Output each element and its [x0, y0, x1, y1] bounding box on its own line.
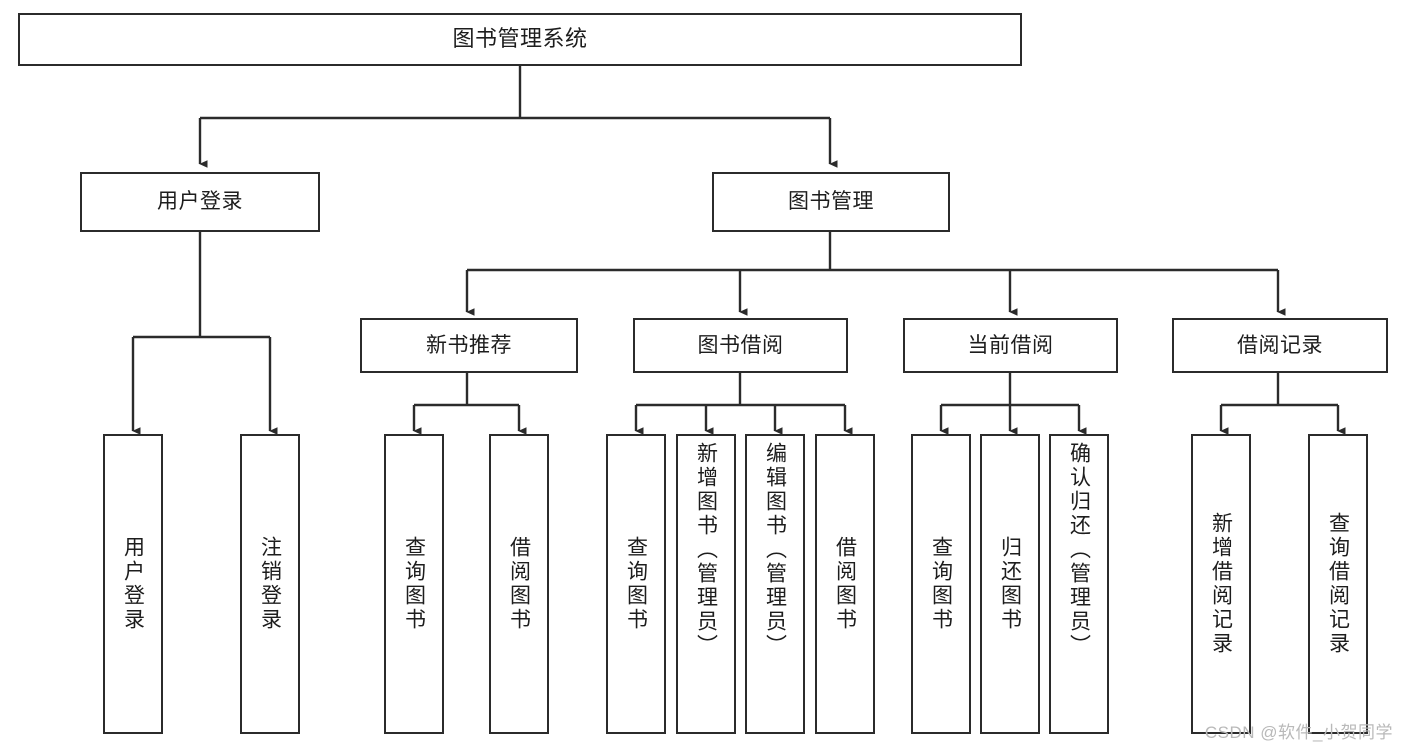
node-user-login[interactable]: 用户登录	[80, 172, 320, 232]
leaf-label: 归还图书	[998, 536, 1022, 632]
node-book-borrow[interactable]: 图书借阅	[633, 318, 848, 373]
node-new-book-recommend[interactable]: 新书推荐	[360, 318, 578, 373]
leaf-edit-book-admin[interactable]: 编辑图书（管理员）	[745, 434, 805, 734]
leaf-label: 查询图书	[929, 536, 953, 632]
leaf-return-book[interactable]: 归还图书	[980, 434, 1040, 734]
leaf-label: 编辑图书（管理员）	[763, 442, 787, 658]
leaf-query-book-current[interactable]: 查询图书	[911, 434, 971, 734]
leaf-label: 注销登录	[258, 536, 282, 632]
leaf-user-login[interactable]: 用户登录	[103, 434, 163, 734]
leaf-add-borrow-record[interactable]: 新增借阅记录	[1191, 434, 1251, 734]
node-borrow-record[interactable]: 借阅记录	[1172, 318, 1388, 373]
leaf-label: 借阅图书	[833, 536, 857, 632]
node-label: 当前借阅	[967, 333, 1054, 357]
leaf-label: 新增借阅记录	[1209, 512, 1233, 656]
leaf-query-book-recommend[interactable]: 查询图书	[384, 434, 444, 734]
leaf-label: 用户登录	[121, 536, 145, 632]
leaf-logout[interactable]: 注销登录	[240, 434, 300, 734]
leaf-query-book-borrow[interactable]: 查询图书	[606, 434, 666, 734]
node-current-borrow[interactable]: 当前借阅	[903, 318, 1118, 373]
leaf-label: 查询图书	[624, 536, 648, 632]
leaf-borrow-book-recommend[interactable]: 借阅图书	[489, 434, 549, 734]
node-book-management[interactable]: 图书管理	[712, 172, 950, 232]
leaf-confirm-return-admin[interactable]: 确认归还（管理员）	[1049, 434, 1109, 734]
node-book-management-system[interactable]: 图书管理系统	[18, 13, 1022, 66]
node-label: 图书管理	[788, 190, 874, 214]
node-label: 用户登录	[157, 190, 243, 214]
node-label: 借阅记录	[1237, 333, 1323, 357]
leaf-borrow-book[interactable]: 借阅图书	[815, 434, 875, 734]
node-label: 新书推荐	[426, 333, 512, 357]
leaf-label: 新增图书（管理员）	[694, 442, 718, 658]
csdn-watermark: CSDN @软件_小贺同学	[1204, 723, 1393, 742]
leaf-label: 借阅图书	[507, 536, 531, 632]
leaf-add-book-admin[interactable]: 新增图书（管理员）	[676, 434, 736, 734]
node-label: 图书管理系统	[452, 26, 588, 52]
leaf-label: 查询借阅记录	[1326, 512, 1350, 656]
node-label: 图书借阅	[697, 333, 784, 357]
leaf-label: 查询图书	[402, 536, 426, 632]
leaf-label: 确认归还（管理员）	[1067, 442, 1091, 658]
leaf-query-borrow-record[interactable]: 查询借阅记录	[1308, 434, 1368, 734]
